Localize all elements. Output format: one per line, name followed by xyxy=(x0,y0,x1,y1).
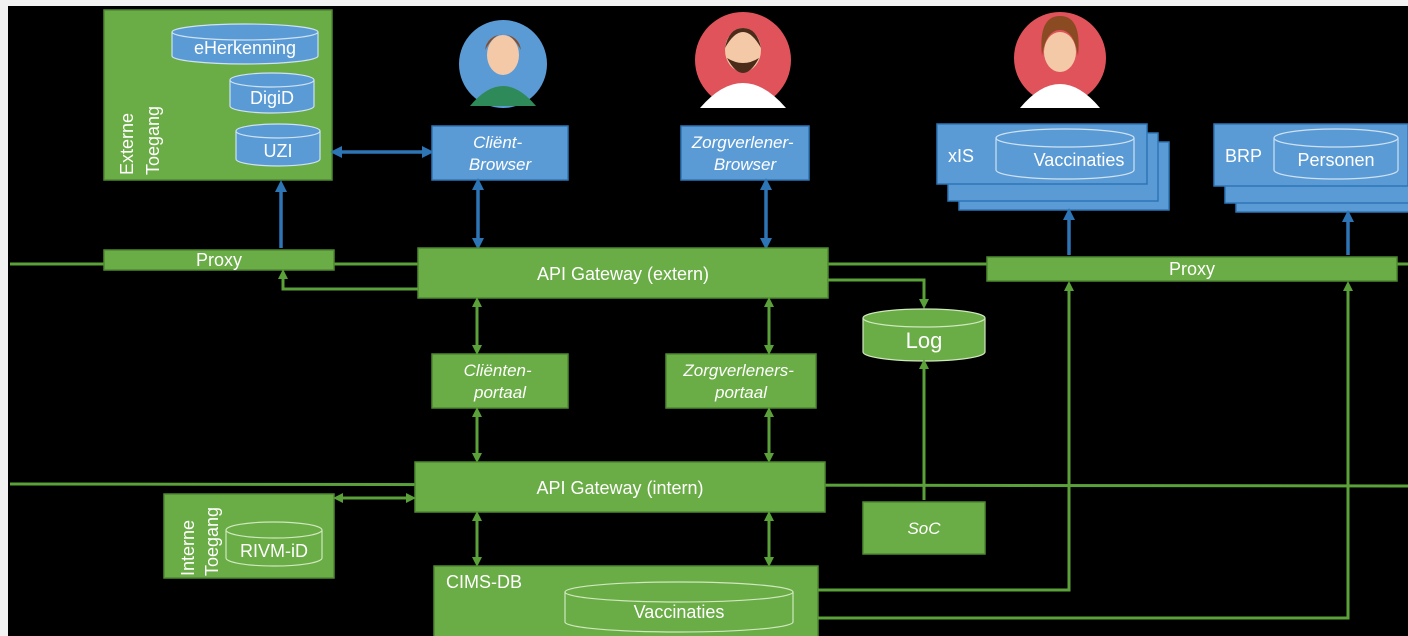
client-browser-label-line1: Cliënt- xyxy=(473,133,522,152)
nurse-avatar-icon xyxy=(1014,12,1106,108)
arrow-gateway-to-left-proxy xyxy=(278,269,418,291)
internal-access-label-line2: Toegang xyxy=(202,507,222,576)
api-gateway-external xyxy=(417,247,829,299)
care-provider-portal-box xyxy=(665,353,817,409)
api-gateway-internal-label: API Gateway (intern) xyxy=(536,478,703,498)
care-provider-browser-label-line2: Browser xyxy=(714,155,778,174)
care-provider-portal-label-line2: portaal xyxy=(714,383,768,402)
client-portal-label-line2: portaal xyxy=(473,383,527,402)
client-portal-label: Cliënten- portaal xyxy=(464,361,537,402)
arrow-gateway-to-log xyxy=(828,278,929,309)
digid-label: DigiD xyxy=(250,88,294,108)
log-label: Log xyxy=(906,328,943,353)
care-provider-browser-box xyxy=(680,125,810,181)
external-access-label-line1: Externe xyxy=(117,113,137,175)
cims-vaccinations-db: Vaccinaties xyxy=(564,581,794,633)
client-portal-box xyxy=(431,353,569,409)
proxy-left xyxy=(103,249,335,271)
external-access-label: Externe Toegang xyxy=(117,106,163,175)
brp-system: BRP Personen xyxy=(1213,123,1408,213)
uzi-label: UZI xyxy=(264,141,293,161)
eherkenning-db: eHerkenning xyxy=(171,23,319,65)
arrow-cims-to-proxy-xis xyxy=(818,281,1074,592)
xis-label: xIS xyxy=(948,146,974,166)
client-avatar-icon xyxy=(459,20,547,108)
internal-access-label: Interne Toegang xyxy=(178,507,222,576)
cims-vaccinations-label: Vaccinaties xyxy=(634,602,725,622)
care-provider-portal-label: Zorgverleners- portaal xyxy=(682,361,798,402)
brp-label: BRP xyxy=(1225,146,1262,166)
client-portal-label-line1: Cliënten- xyxy=(464,361,532,380)
care-provider-avatar-icon xyxy=(695,12,791,108)
internal-access-label-line1: Interne xyxy=(178,520,198,576)
cims-db-label: CIMS-DB xyxy=(446,572,522,592)
api-gateway-internal xyxy=(414,461,826,513)
client-browser-box xyxy=(431,125,569,181)
soc-label: SoC xyxy=(907,519,941,538)
rivm-id-label: RIVM-iD xyxy=(240,541,308,561)
proxy-right xyxy=(986,256,1398,282)
eherkenning-label: eHerkenning xyxy=(194,38,296,58)
api-gateway-external-label: API Gateway (extern) xyxy=(537,264,709,284)
proxy-right-label: Proxy xyxy=(1169,259,1215,279)
proxy-left-label: Proxy xyxy=(196,250,242,270)
brp-db-label: Personen xyxy=(1297,150,1374,170)
rivm-id-db: RIVM-iD xyxy=(225,521,323,567)
external-access-label-line2: Toegang xyxy=(143,106,163,175)
uzi-db: UZI xyxy=(235,123,321,167)
care-provider-portal-label-line1: Zorgverleners- xyxy=(682,361,794,380)
client-browser-label-line2: Browser xyxy=(469,155,533,174)
care-provider-browser-label-line1: Zorgverlener- xyxy=(691,133,794,152)
log-db: Log xyxy=(862,308,986,362)
care-provider-browser-label: Zorgverlener- Browser xyxy=(691,133,798,174)
arrow-cims-to-proxy-brp xyxy=(818,281,1353,620)
client-browser-label: Cliënt- Browser xyxy=(469,133,533,174)
xis-system: xIS Vaccinaties xyxy=(936,123,1170,211)
xis-db-label: Vaccinaties xyxy=(1034,150,1125,170)
digid-db: DigiD xyxy=(229,72,315,114)
soc-box xyxy=(862,501,986,555)
